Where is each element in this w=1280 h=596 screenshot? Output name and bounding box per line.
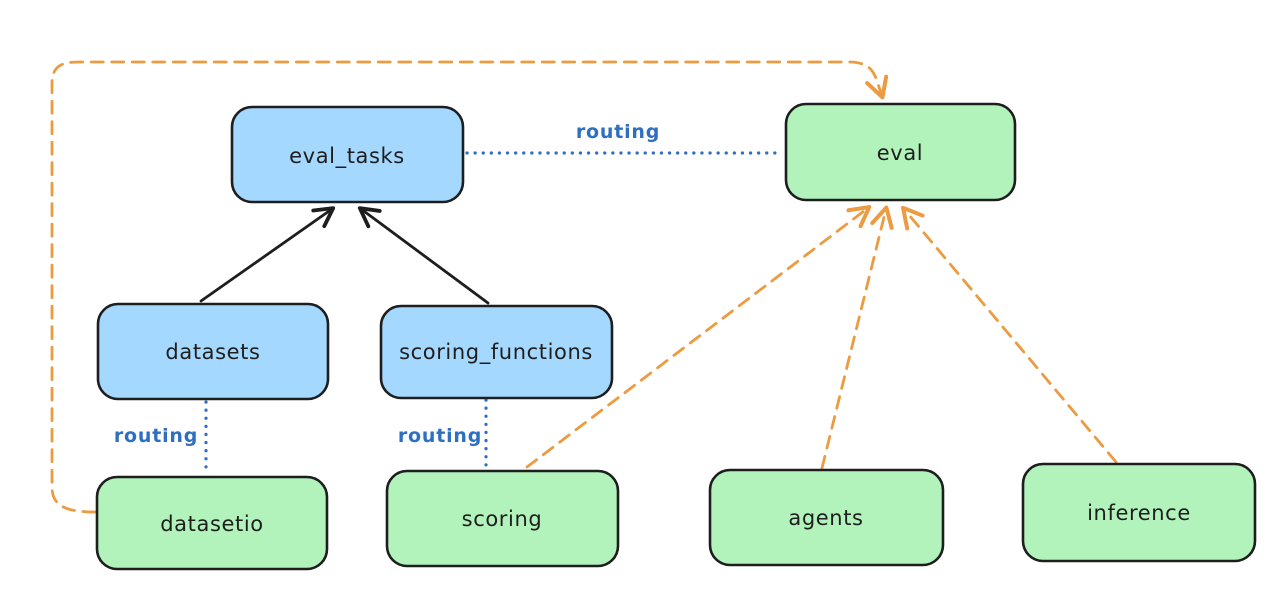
node-inference: inference — [1021, 462, 1257, 563]
edge-scoring-functions-to-eval-tasks — [357, 206, 490, 305]
node-eval-label: eval — [877, 141, 923, 165]
node-eval: eval — [784, 102, 1017, 202]
edge-inference-to-eval — [901, 205, 1118, 464]
node-datasets-box — [96, 302, 330, 401]
node-scoring-functions-label: scoring_functions — [399, 340, 593, 365]
node-scoring-functions: scoring_functions — [379, 304, 614, 400]
node-eval-box — [784, 102, 1017, 202]
routing-label-top: routing — [576, 121, 660, 143]
node-scoring-functions-box — [379, 304, 614, 400]
routing-label-left: routing — [114, 425, 198, 447]
node-eval-tasks-label: eval_tasks — [289, 144, 405, 169]
node-datasetio: datasetio — [95, 475, 329, 571]
node-inference-box — [1021, 462, 1257, 563]
edge-scoring-to-eval — [525, 205, 872, 469]
node-datasets: datasets — [96, 302, 330, 401]
node-agents-label: agents — [788, 506, 863, 530]
node-datasetio-box — [95, 475, 329, 571]
node-inference-label: inference — [1087, 501, 1191, 525]
node-scoring-box — [385, 469, 620, 568]
node-datasets-label: datasets — [165, 340, 260, 364]
edge-agents-to-eval — [820, 205, 894, 470]
node-datasetio-label: datasetio — [160, 512, 263, 536]
routing-label-mid: routing — [398, 425, 482, 447]
node-eval-tasks-box — [230, 105, 465, 204]
edge-datasetio-to-eval — [50, 60, 889, 514]
edge-datasets-to-eval-tasks — [199, 206, 336, 303]
node-scoring-label: scoring — [462, 507, 543, 531]
node-agents-box — [708, 468, 945, 567]
node-agents: agents — [708, 468, 945, 567]
node-eval-tasks: eval_tasks — [230, 105, 465, 204]
node-scoring: scoring — [385, 469, 620, 568]
